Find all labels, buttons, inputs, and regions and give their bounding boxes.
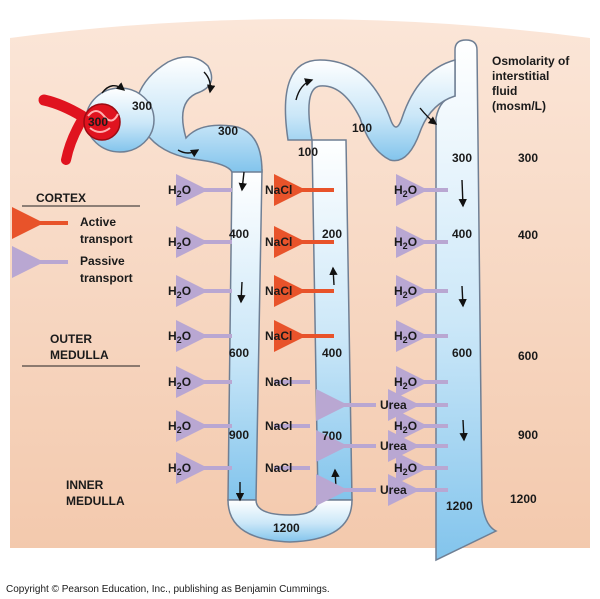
water-label: H2O bbox=[168, 419, 191, 435]
salt-label: NaCl bbox=[265, 183, 292, 197]
passive-arrows bbox=[176, 174, 448, 506]
efferent-arteriole bbox=[61, 115, 87, 165]
water-label: H2O bbox=[394, 183, 417, 199]
distal-tubule bbox=[284, 59, 456, 162]
interstitial-value: 900 bbox=[518, 428, 538, 442]
osmolarity-header: Osmolarity of bbox=[492, 54, 570, 68]
tubule-value: 400 bbox=[322, 346, 342, 360]
proximal-tubule bbox=[135, 56, 263, 173]
water-label: H2O bbox=[168, 183, 191, 199]
tubule-value: 300 bbox=[218, 124, 238, 138]
descending-limb bbox=[227, 169, 263, 501]
afferent-arteriole bbox=[38, 94, 88, 122]
water-label: H2O bbox=[394, 419, 417, 435]
active-legend-label: Active bbox=[80, 215, 116, 229]
outer-medulla-label-2: MEDULLA bbox=[50, 348, 109, 362]
urea-labels: Urea Urea Urea bbox=[380, 398, 407, 497]
tubule-value: 200 bbox=[322, 227, 342, 241]
tubule-value: 600 bbox=[452, 346, 472, 360]
water-label: H2O bbox=[168, 375, 191, 391]
loop-of-henle bbox=[227, 499, 353, 543]
salt-label: NaCl bbox=[265, 375, 292, 389]
outer-medulla-label: OUTER bbox=[50, 332, 92, 346]
glomerulus-texture bbox=[87, 110, 119, 133]
interstitial-value: 300 bbox=[518, 151, 538, 165]
water-label: H2O bbox=[168, 235, 191, 251]
salt-label: NaCl bbox=[265, 284, 292, 298]
tubule-values: 300 300 300 400 600 900 1200 700 400 200… bbox=[88, 99, 473, 535]
salt-label: NaCl bbox=[265, 329, 292, 343]
interstitial-value: 1200 bbox=[510, 492, 537, 506]
tubule-value: 400 bbox=[229, 227, 249, 241]
tubule-value: 1200 bbox=[273, 521, 300, 535]
passive-legend-label: Passive bbox=[80, 254, 125, 268]
urea-label: Urea bbox=[380, 483, 407, 497]
urea-label: Urea bbox=[380, 439, 407, 453]
tubule-value: 600 bbox=[229, 346, 249, 360]
osmolarity-column: Osmolarity of interstitial fluid (mosm/L… bbox=[492, 54, 570, 506]
salt-labels: NaCl NaCl NaCl NaCl NaCl NaCl NaCl bbox=[265, 183, 292, 475]
tubule-value: 400 bbox=[452, 227, 472, 241]
salt-label: NaCl bbox=[265, 235, 292, 249]
tubule-value: 300 bbox=[132, 99, 152, 113]
flow-arrows bbox=[101, 71, 468, 502]
interstitial-value: 600 bbox=[518, 349, 538, 363]
legend: CORTEX Active transport Passive transpor… bbox=[11, 191, 133, 508]
water-label: H2O bbox=[168, 284, 191, 300]
cortex-label: CORTEX bbox=[36, 191, 86, 205]
tubule-value: 300 bbox=[88, 115, 108, 129]
water-label: H2O bbox=[394, 284, 417, 300]
tubule-value: 100 bbox=[352, 121, 372, 135]
water-label: H2O bbox=[168, 329, 191, 345]
inner-medulla-label: INNER bbox=[66, 478, 104, 492]
tubule-value: 100 bbox=[298, 145, 318, 159]
tubule-value: 300 bbox=[452, 151, 472, 165]
active-legend-label-2: transport bbox=[80, 232, 133, 246]
copyright-text: Copyright © Pearson Education, Inc., pub… bbox=[6, 584, 330, 595]
water-label: H2O bbox=[394, 329, 417, 345]
salt-label: NaCl bbox=[265, 419, 292, 433]
osmolarity-header-3: fluid bbox=[492, 84, 517, 98]
osmolarity-header-2: interstitial bbox=[492, 69, 549, 83]
water-label: H2O bbox=[394, 375, 417, 391]
interstitial-value: 400 bbox=[518, 228, 538, 242]
water-labels: H2O H2O H2O H2O H2O H2O H2O H2O H2O H2O … bbox=[168, 183, 417, 477]
water-label: H2O bbox=[394, 461, 417, 477]
water-label: H2O bbox=[168, 461, 191, 477]
tubule-value: 700 bbox=[322, 429, 342, 443]
salt-label: NaCl bbox=[265, 461, 292, 475]
inner-medulla-label-2: MEDULLA bbox=[66, 494, 125, 508]
tubule-value: 900 bbox=[229, 428, 249, 442]
osmolarity-header-4: (mosm/L) bbox=[492, 99, 546, 113]
active-arrows bbox=[274, 174, 334, 352]
passive-legend-label-2: transport bbox=[80, 271, 133, 285]
tubule-value: 1200 bbox=[446, 499, 473, 513]
urea-label: Urea bbox=[380, 398, 407, 412]
water-label: H2O bbox=[394, 235, 417, 251]
